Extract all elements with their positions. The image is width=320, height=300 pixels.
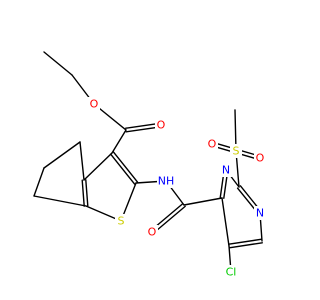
- pyrimidine-nitrogen-label-text: N: [222, 164, 230, 177]
- atom-label-background: [206, 137, 218, 151]
- sulfonyl-oxygen-label-text: O: [256, 152, 265, 165]
- thiophene-sulfur-label: S: [115, 214, 127, 228]
- ester-carbonyl-oxygen-label: O: [155, 118, 167, 132]
- sulfonyl-sulfur-label: S: [230, 144, 242, 158]
- pyrimidine-nitrogen-label: N: [254, 206, 266, 220]
- chlorine-label: Cl: [222, 265, 240, 279]
- atom-label-background: [115, 214, 127, 228]
- single-bond: [79, 141, 85, 181]
- double-bond: [152, 205, 186, 235]
- double-bond: [109, 153, 136, 185]
- chlorine-label-text: Cl: [226, 266, 237, 279]
- single-bond: [221, 197, 230, 247]
- atom-label-background: [254, 151, 266, 165]
- single-bond: [33, 195, 87, 207]
- double-bond: [112, 151, 139, 183]
- ester-oxygen-label: O: [88, 97, 100, 111]
- double-bond: [85, 179, 89, 207]
- sulfonyl-oxygen-label: O: [206, 137, 218, 151]
- double-bond: [228, 238, 263, 245]
- thiophene-sulfur-label-text: S: [118, 215, 125, 228]
- single-bond: [111, 129, 127, 154]
- single-bond: [43, 51, 73, 76]
- sulfonyl-oxygen-label: O: [254, 151, 266, 165]
- double-bond: [228, 242, 263, 249]
- atom-label-background: [220, 163, 232, 177]
- atom-label-background: [254, 206, 266, 220]
- amide-oxygen-label-text: O: [148, 226, 157, 239]
- atom-label-background: [157, 174, 175, 188]
- atom-label-background: [88, 97, 100, 111]
- single-bond: [183, 197, 223, 206]
- single-bond: [33, 167, 45, 197]
- amide-nh-label-text: NH: [158, 175, 175, 188]
- sulfonyl-oxygen-label-text: O: [208, 138, 217, 151]
- single-bond: [43, 141, 81, 169]
- sulfonyl-sulfur-label-text: S: [233, 145, 240, 158]
- ester-oxygen-label-text: O: [90, 98, 99, 111]
- pyrimidine-nitrogen-label: N: [220, 163, 232, 177]
- single-bond: [83, 152, 113, 181]
- double-bond: [81, 179, 85, 207]
- atom-label-background: [230, 144, 242, 158]
- double-bond: [125, 122, 162, 129]
- ester-carbonyl-oxygen-label-text: O: [157, 119, 166, 132]
- atom-label-background: [155, 118, 167, 132]
- amide-oxygen-label: O: [146, 225, 158, 239]
- pyrimidine-nitrogen-label-text: N: [256, 207, 264, 220]
- atom-label-background: [222, 265, 240, 279]
- atom-label-background: [146, 225, 158, 239]
- amide-nh-label: NH: [157, 174, 175, 188]
